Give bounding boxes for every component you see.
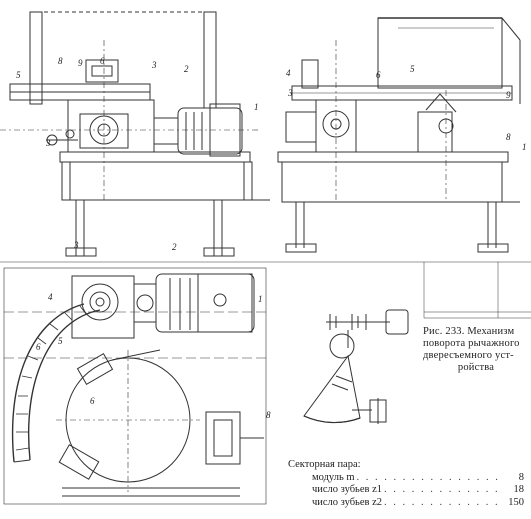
bottom-left-labels: 3 2 4 1 6 5 6 8 — [36, 240, 271, 420]
label-tr-4: 4 — [286, 68, 291, 78]
label-tl-2: 2 — [184, 64, 189, 74]
figure-caption: Рис. 233. Механизм поворота рычажного дв… — [423, 326, 529, 374]
caption-line-4: ройства — [457, 362, 495, 373]
spec-label: модуль m — [312, 471, 355, 483]
top-right-view — [277, 17, 521, 253]
caption-line-1: Рис. 233. Механизм — [423, 326, 515, 337]
label-tr-1: 1 — [522, 142, 527, 152]
kinematic-schematic — [303, 309, 409, 424]
label-tr-8: 8 — [506, 132, 511, 142]
label-bl-6: 6 — [36, 342, 41, 352]
caption-line-2: поворота рычажного — [423, 338, 520, 349]
label-tr-3: 3 — [287, 88, 293, 98]
label-tr-6: 6 — [376, 70, 381, 80]
label-tl-9: 9 — [78, 58, 83, 68]
label-tl-3: 3 — [151, 60, 157, 70]
label-tl-3b: 3 — [45, 138, 51, 148]
spec-value: 8 — [518, 471, 524, 483]
label-bl-4: 4 — [48, 292, 53, 302]
spec-row-z2: число зубьев z2 150 — [288, 497, 524, 510]
bottom-left-view — [3, 267, 267, 505]
label-bl-5: 5 — [58, 336, 63, 346]
label-bl-3: 3 — [73, 240, 79, 250]
top-right-labels: 4 3 6 5 9 8 1 — [286, 64, 527, 152]
label-bl-6b: 6 — [90, 396, 95, 406]
caption-line-3: двересъемного уст- — [423, 350, 514, 361]
sector-pair-spec: Секторная пара: модуль m 8 число зубьев … — [288, 459, 524, 509]
label-bl-2: 2 — [172, 242, 177, 252]
spec-value: 18 — [513, 484, 525, 495]
spec-row-z1: число зубьев z1 18 — [288, 484, 524, 497]
leader-dots — [384, 497, 502, 510]
label-bl-1: 1 — [258, 294, 263, 304]
spec-row-module: модуль m 8 — [288, 472, 524, 485]
spec-label: число зубьев z2 — [312, 496, 382, 508]
leader-dots — [384, 484, 502, 497]
label-tl-5: 5 — [16, 70, 21, 80]
spec-title: Секторная пара: — [288, 459, 361, 470]
label-tl-8: 8 — [58, 56, 63, 66]
label-tr-9: 9 — [506, 90, 511, 100]
top-left-view — [0, 11, 270, 257]
spec-value: 150 — [508, 496, 524, 508]
leader-dots — [357, 472, 502, 485]
label-bl-8: 8 — [266, 410, 271, 420]
spec-label: число зубьев z1 — [312, 484, 382, 495]
top-left-labels: 5 8 9 6 3 2 1 3 — [16, 56, 259, 148]
label-tl-1: 1 — [254, 102, 259, 112]
label-tr-5: 5 — [410, 64, 415, 74]
label-tl-6: 6 — [100, 56, 105, 66]
